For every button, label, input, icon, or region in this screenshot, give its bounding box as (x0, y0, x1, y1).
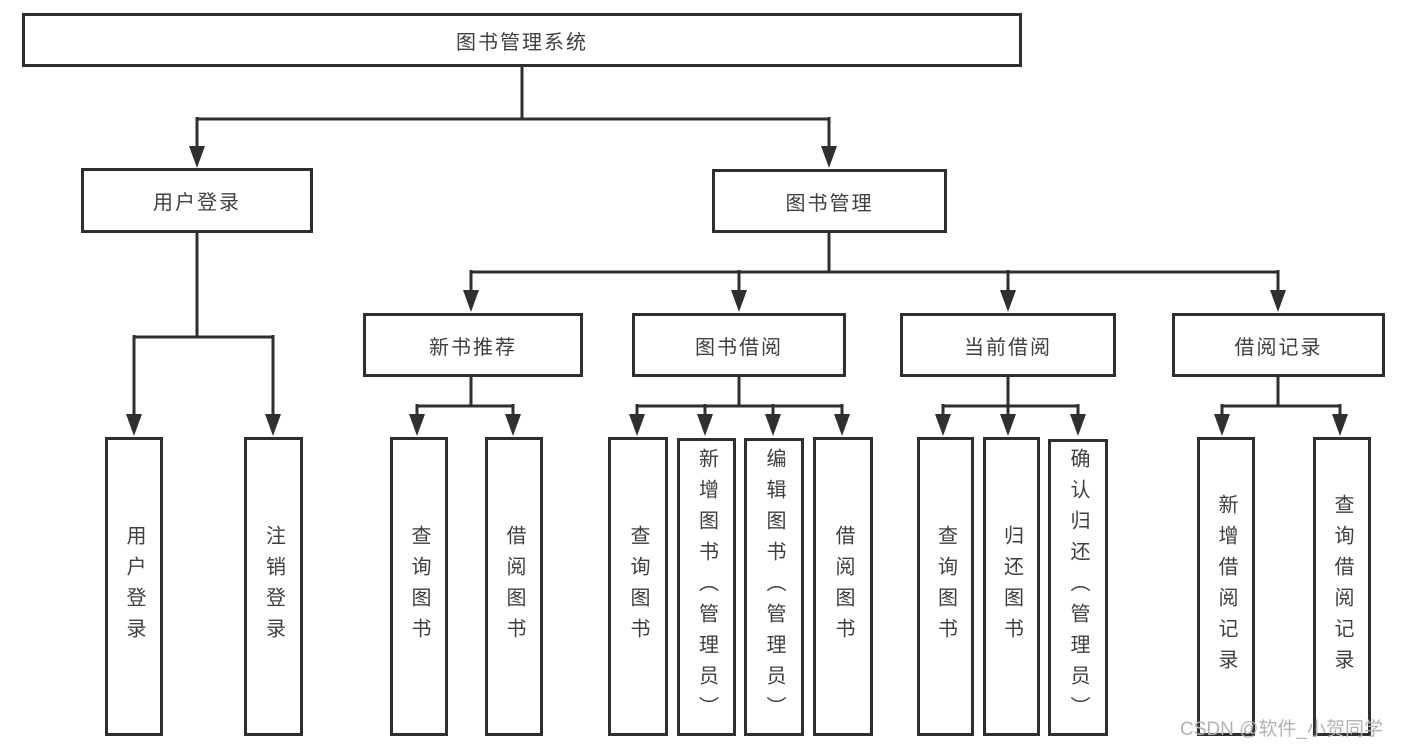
node-new-book-recommend: 新书推荐 (363, 313, 583, 377)
leaf-recommend-borrow-books: 借阅图书 (485, 437, 543, 736)
arrow-down-icon (1214, 414, 1230, 436)
leaf-borrowing-query-books: 查询图书 (608, 437, 668, 736)
node-book-borrowing: 图书借阅 (632, 313, 846, 377)
arrow-down-icon (265, 414, 281, 436)
watermark: CSDN @软件_小贺同学 (1180, 719, 1383, 740)
arrow-down-icon (821, 146, 837, 168)
leaf-borrowing-edit-books-admin: 编辑图书（管理员） (744, 438, 804, 736)
arrow-down-icon (126, 414, 142, 436)
arrow-down-icon (1070, 414, 1086, 436)
node-current-borrowing: 当前借阅 (900, 313, 1116, 377)
leaf-borrowing-borrow-books: 借阅图书 (813, 437, 873, 736)
arrow-down-icon (765, 414, 781, 436)
arrow-down-icon (505, 414, 521, 436)
arrow-down-icon (189, 146, 205, 168)
leaf-current-return-books: 归还图书 (983, 437, 1040, 736)
arrow-down-icon (834, 414, 850, 436)
leaf-current-query-books: 查询图书 (917, 437, 974, 736)
leaf-records-query-record: 查询借阅记录 (1313, 437, 1371, 736)
node-book-management: 图书管理 (712, 169, 947, 233)
arrow-down-icon (463, 290, 479, 312)
leaf-user-login: 用户登录 (105, 437, 163, 736)
node-user-login: 用户登录 (81, 168, 313, 233)
arrow-down-icon (409, 414, 425, 436)
leaf-borrowing-add-books-admin: 新增图书（管理员） (677, 438, 736, 736)
arrow-down-icon (1000, 290, 1016, 312)
arrow-down-icon (935, 414, 951, 436)
arrow-down-icon (697, 414, 713, 436)
arrow-down-icon (731, 290, 747, 312)
node-root-library-management-system: 图书管理系统 (22, 13, 1022, 67)
leaf-logout: 注销登录 (244, 437, 303, 736)
node-borrowing-records: 借阅记录 (1172, 313, 1385, 377)
arrow-down-icon (629, 414, 645, 436)
arrow-down-icon (1000, 414, 1016, 436)
leaf-current-confirm-return-admin: 确认归还（管理员） (1048, 439, 1108, 736)
leaf-recommend-query-books: 查询图书 (390, 437, 448, 736)
arrow-down-icon (1332, 414, 1348, 436)
arrow-down-icon (1270, 290, 1286, 312)
leaf-records-add-record: 新增借阅记录 (1197, 437, 1255, 736)
